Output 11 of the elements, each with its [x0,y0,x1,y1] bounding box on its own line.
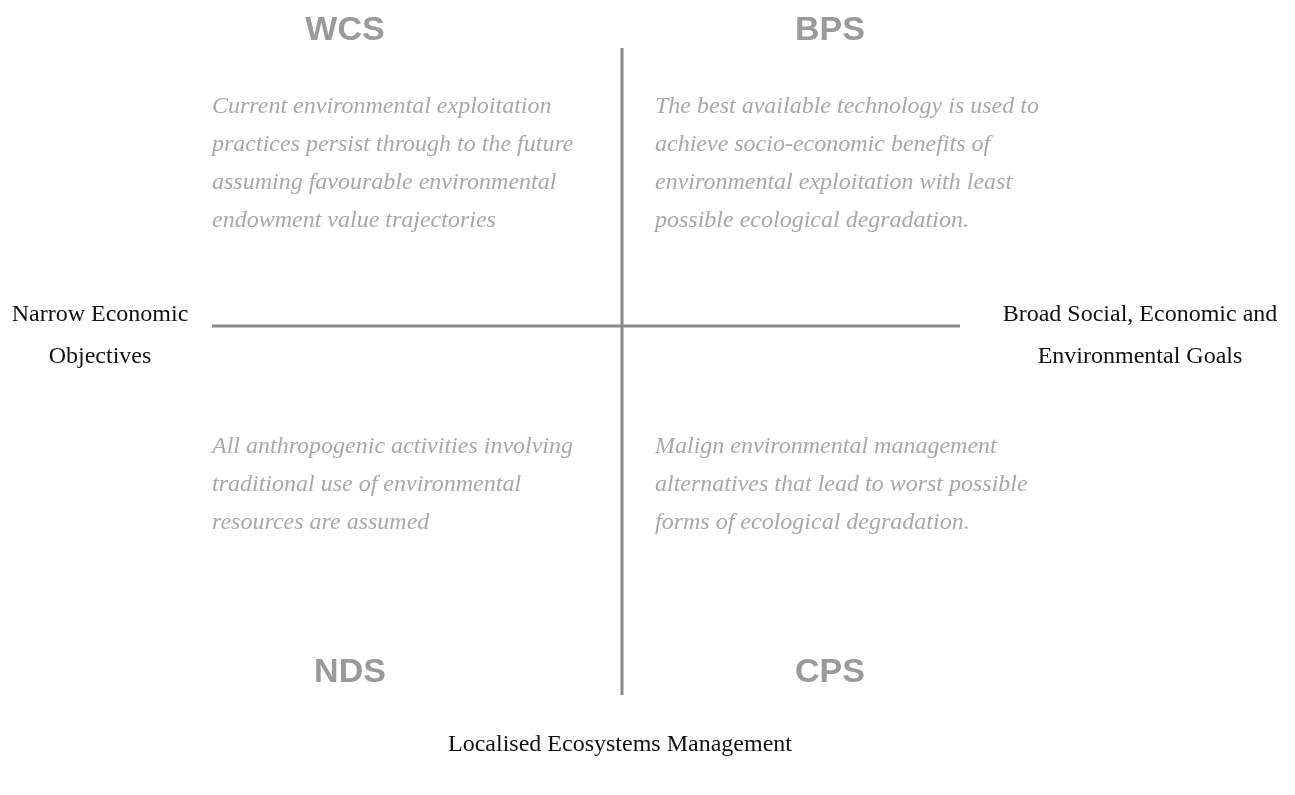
quadrant-title: NDS [313,650,387,690]
axis-label: Localised Ecosystems Management [447,729,793,758]
quadrant-description: All anthropogenic activities involving traditional use of environmental resources are assumed [212,431,575,536]
quadrant-title: WCS [304,8,386,48]
axis-label: Broad Social, Economic and Environmental Goals [1001,299,1279,370]
axis-label: Narrow Economic Objectives [10,299,190,370]
quadrant-description: Current environmental exploitation practices persist through to the future assuming favourable environmental endowment value trajectories [212,91,575,234]
quadrant-description: The best available technology is used to achieve socio-economic benefits of environmental exploitation with least possible ecological degradation. [655,91,1040,234]
quadrant-title: BPS [794,8,866,48]
quadrant-title: CPS [794,650,866,690]
quadrant-description: Malign environmental management alternatives that lead to worst possible forms of ecological degradation. [655,431,1029,536]
